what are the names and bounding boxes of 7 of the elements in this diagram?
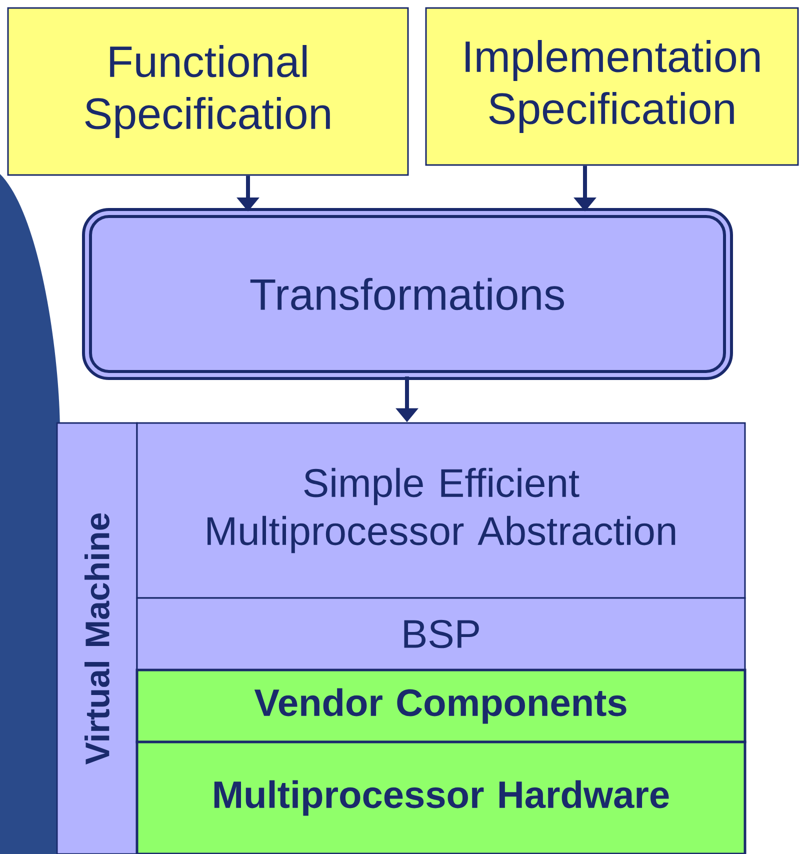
hardware-layer-box: Multiprocessor Hardware xyxy=(136,740,746,854)
specification-box: Implementation Specification xyxy=(425,7,799,166)
virtual-machine-bar: Virtual Machine xyxy=(56,422,138,854)
transformations-box: Transformations xyxy=(82,208,733,380)
specification-box: Functional Specification xyxy=(7,7,409,176)
layer-box: BSP xyxy=(136,597,746,671)
hardware-layer-box: Vendor Components xyxy=(136,668,746,744)
